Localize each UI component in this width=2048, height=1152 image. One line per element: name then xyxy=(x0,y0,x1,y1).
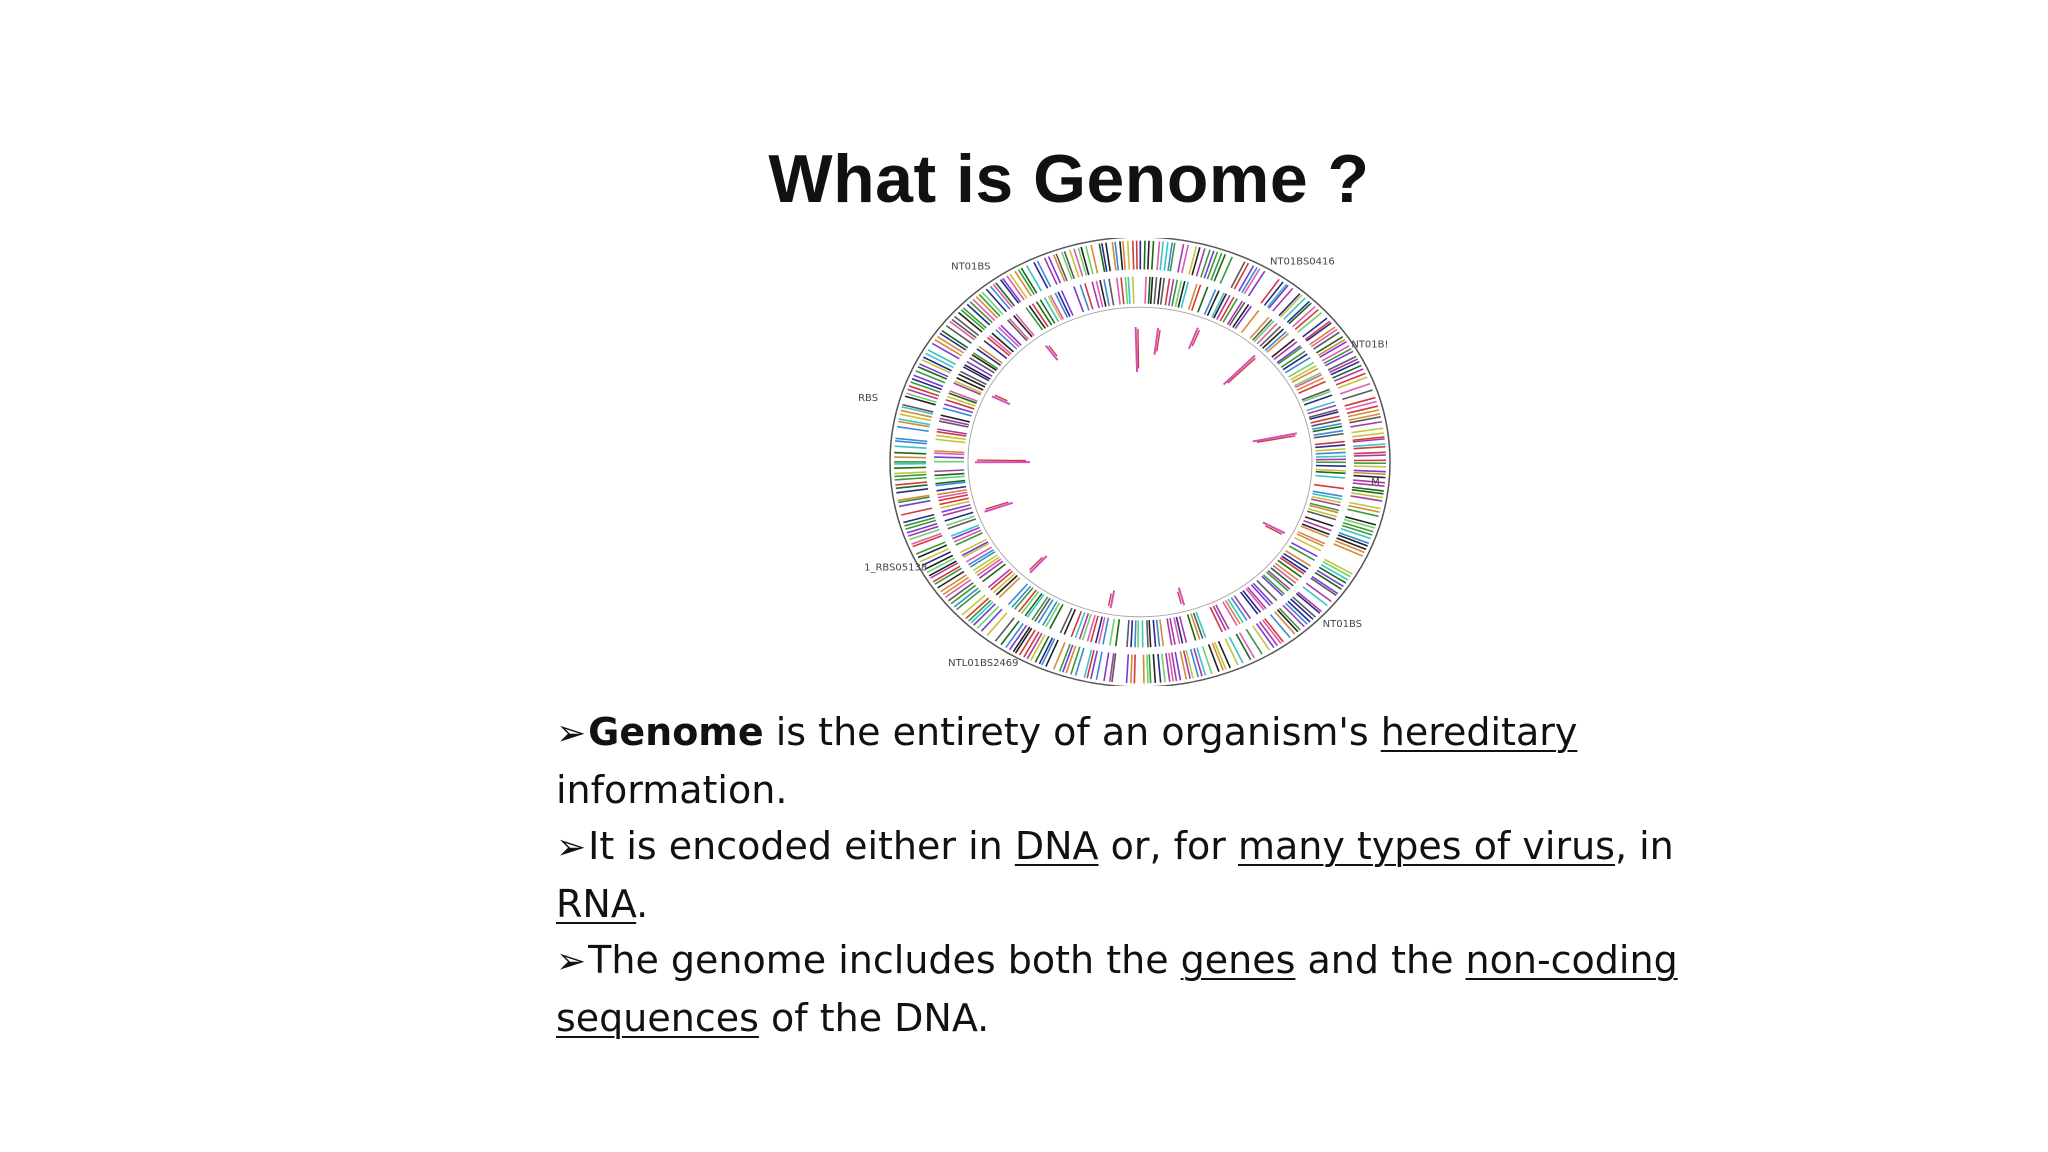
bullet-genome-contents: ➢The genome includes both the genes and … xyxy=(556,932,1716,1046)
bullet-text: information. xyxy=(556,768,788,812)
link-non-coding-sequences[interactable]: non-coding sequences xyxy=(556,938,1678,1040)
svg-text:NT01BS: NT01BS xyxy=(951,262,990,273)
svg-text:NTL01BS2469: NTL01BS2469 xyxy=(948,658,1018,669)
bullet-text: The genome includes both the xyxy=(588,938,1181,982)
link-rna[interactable]: RNA xyxy=(556,882,637,926)
bullet-list: ➢Genome is the entirety of an organism's… xyxy=(556,704,1716,1046)
bullet-text: It is encoded either in xyxy=(588,824,1015,868)
bullet-text: , in xyxy=(1614,824,1674,868)
svg-text:NT01B!: NT01B! xyxy=(1351,339,1388,350)
bullet-text: and the xyxy=(1295,938,1466,982)
link-many-types-of-virus[interactable]: many types of virus xyxy=(1237,824,1615,868)
link-hereditary[interactable]: hereditary xyxy=(1380,710,1578,754)
bullet-text: is the entirety of an organism's xyxy=(763,710,1381,754)
svg-text:M: M xyxy=(1371,477,1380,488)
bullet-arrow-icon: ➢ xyxy=(556,827,587,868)
link-genes[interactable]: genes xyxy=(1180,938,1296,982)
bullet-arrow-icon: ➢ xyxy=(556,713,587,754)
bullet-arrow-icon: ➢ xyxy=(556,941,587,982)
link-dna[interactable]: DNA xyxy=(1014,824,1099,868)
svg-text:NT01BS: NT01BS xyxy=(1323,619,1362,630)
bullet-text: or, for xyxy=(1098,824,1238,868)
bullet-text: . xyxy=(636,882,649,926)
circular-genome-map-figure: NT01BS4NT01BSNT01BS0416NT01B!MNT01BSNT01… xyxy=(850,238,1430,686)
term-genome: Genome xyxy=(588,710,764,754)
bullet-encoding: ➢It is encoded either in DNA or, for man… xyxy=(556,818,1716,932)
bullet-genome-definition: ➢Genome is the entirety of an organism's… xyxy=(556,704,1716,818)
bullet-text: of the DNA. xyxy=(758,996,990,1040)
svg-text:1_RBS05138: 1_RBS05138 xyxy=(864,563,927,574)
svg-text:NT01BS0416: NT01BS0416 xyxy=(1270,257,1335,268)
slide-title: What is Genome ? xyxy=(768,141,1370,217)
svg-text:RBS: RBS xyxy=(858,393,878,404)
circular-genome-map-icon: NT01BS4NT01BSNT01BS0416NT01B!MNT01BSNT01… xyxy=(858,238,1391,686)
